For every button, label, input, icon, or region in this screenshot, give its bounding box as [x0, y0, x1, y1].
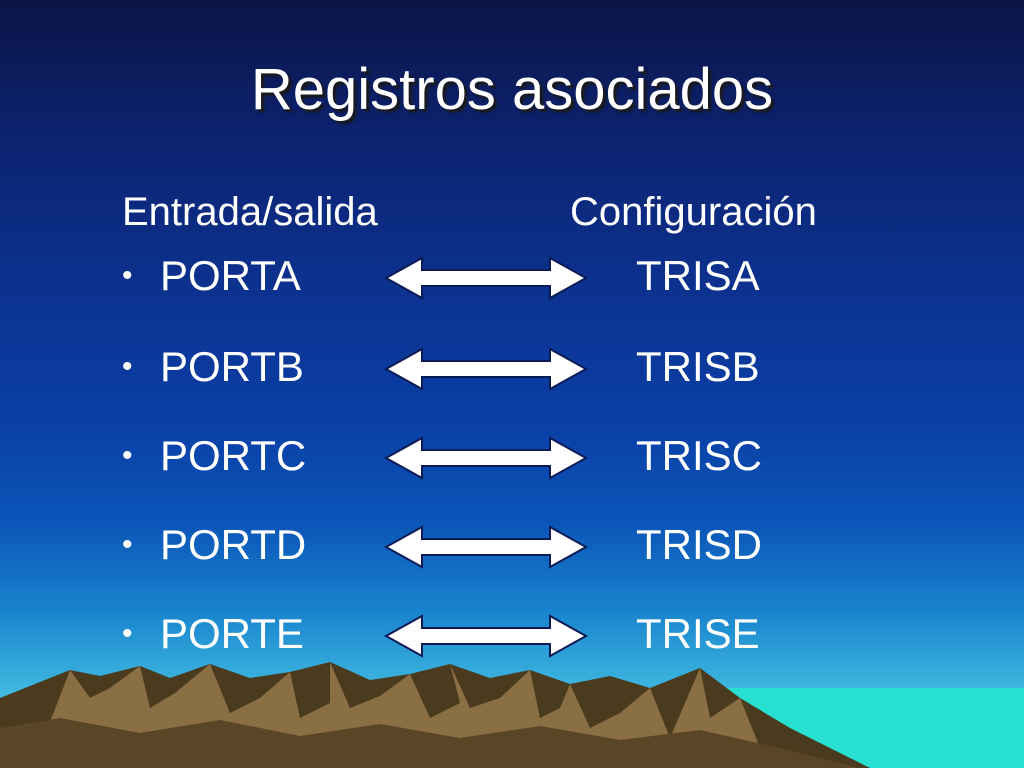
bullet: • — [122, 350, 133, 383]
bullet: • — [122, 439, 133, 472]
tris-register: TRISC — [636, 432, 762, 479]
register-row: • PORTE TRISE — [0, 609, 1024, 669]
double-arrow-icon — [384, 525, 588, 569]
double-arrow-icon — [384, 436, 588, 480]
bullet: • — [122, 259, 133, 292]
slide-title: Registros asociados — [250, 57, 774, 122]
input-output-heading: Entrada/salida — [122, 190, 378, 234]
mountain-foreground — [0, 718, 860, 768]
port-register: PORTA — [160, 252, 301, 299]
mountain-landscape — [0, 662, 1024, 768]
port-register: PORTB — [160, 343, 304, 390]
tris-register: TRISA — [636, 252, 760, 299]
double-arrow-icon — [384, 256, 588, 300]
register-row: • PORTC TRISC — [0, 431, 1024, 491]
double-arrow-icon — [384, 347, 588, 391]
bullet: • — [122, 528, 133, 561]
register-row: • PORTD TRISD — [0, 520, 1024, 580]
tris-register: TRISB — [636, 343, 760, 390]
port-register: PORTC — [160, 432, 307, 479]
tris-register: TRISE — [636, 610, 760, 657]
port-register: PORTE — [160, 610, 304, 657]
port-register: PORTD — [160, 521, 307, 568]
configuration-heading: Configuración — [570, 190, 817, 234]
double-arrow-icon — [384, 614, 588, 658]
bullet: • — [122, 617, 133, 650]
tris-register: TRISD — [636, 521, 762, 568]
register-row: • PORTB TRISB — [0, 342, 1024, 402]
register-row: • PORTA TRISA — [0, 251, 1024, 311]
